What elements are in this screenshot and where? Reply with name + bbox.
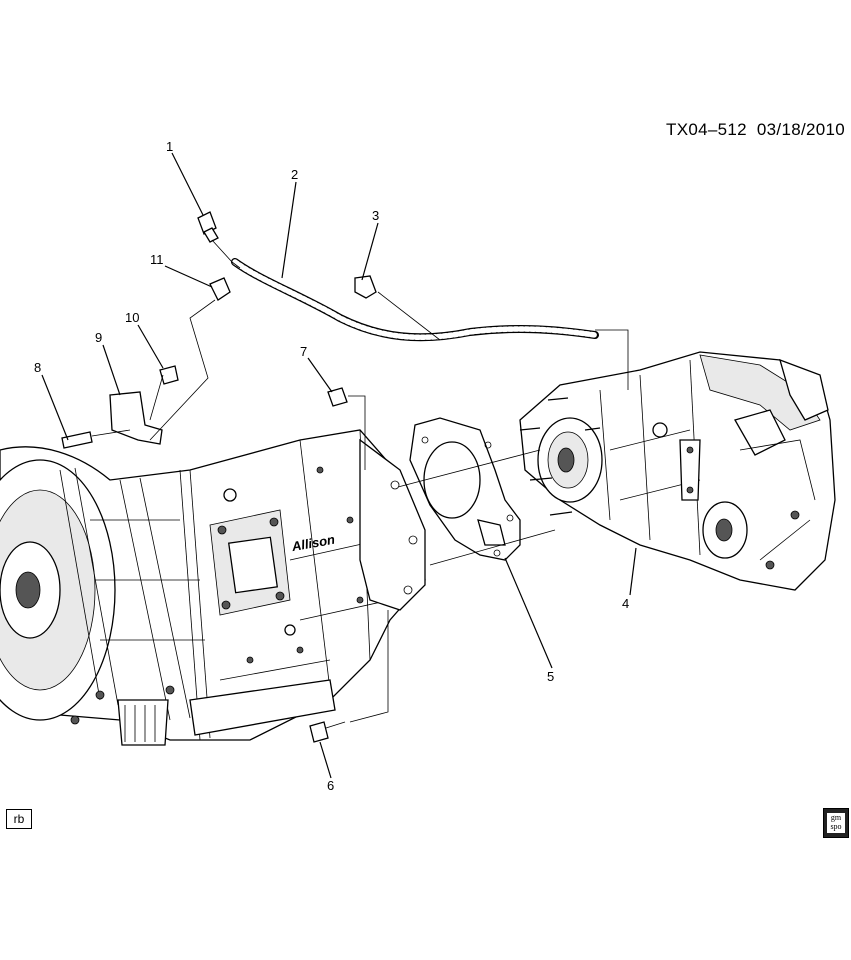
gm-spo-logo-mark: gm spo [827,813,845,833]
vent-bracket [109,391,163,445]
rb-label-box: rb [6,809,32,829]
bracket-bolt [61,429,131,449]
gm-spo-logo: gm spo [823,808,849,838]
transfer-case-assembly [519,351,836,591]
callout-4: 4 [622,596,629,611]
transfer-case-nut [327,387,348,407]
callout-5: 5 [547,669,554,684]
callout-9: 9 [95,330,102,345]
vent-hose [231,258,599,342]
callout-1: 1 [166,139,173,154]
callout-2: 2 [291,167,298,182]
transfer-case-bolt [309,721,346,743]
diagram-reference-header: TX04–512 03/18/2010 [666,120,845,139]
gm-logo-text: gm [830,813,842,822]
spo-logo-text: spo [830,822,842,831]
callout-3: 3 [372,208,379,223]
assembly-guide-lines [149,261,629,723]
hose-retainer-clip [209,277,231,301]
callout-6: 6 [327,778,334,793]
bracket-nut [159,365,179,385]
callout-8: 8 [34,360,41,375]
transmission-assembly [0,429,426,746]
hose-clip [354,275,377,299]
callout-leaders [41,152,637,779]
gasket [409,417,521,561]
callout-10: 10 [125,310,139,325]
vent-fitting [197,211,233,263]
callout-11: 11 [150,252,164,267]
callout-7: 7 [300,344,307,359]
